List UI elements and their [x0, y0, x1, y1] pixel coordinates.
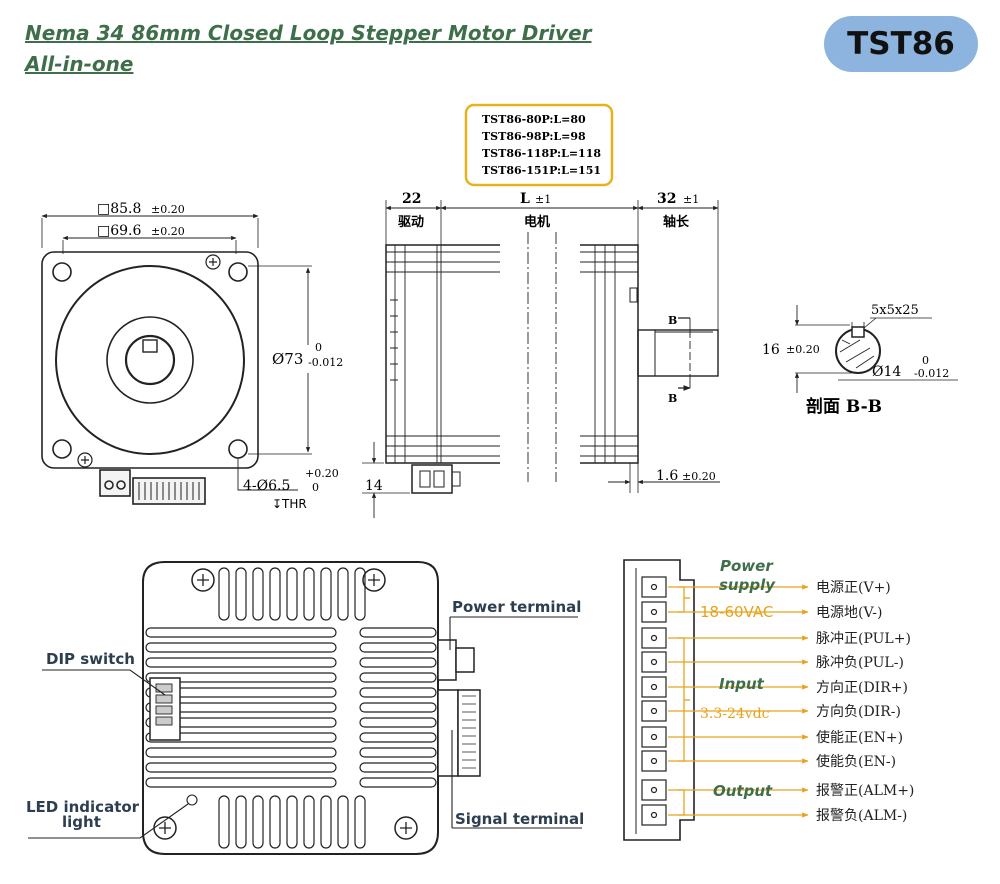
dim-holes-tol-upper: +0.20 — [305, 467, 339, 480]
dim-outer-tol: ±0.20 — [151, 203, 185, 216]
terminal-pin — [641, 804, 667, 826]
label-motor: 电机 — [524, 214, 550, 230]
group-power-line-1: Power — [720, 557, 774, 575]
terminal-block — [623, 559, 695, 841]
page-title: Nema 34 86mm Closed Loop Stepper Motor D… — [25, 18, 592, 80]
terminal-pin-screw — [650, 658, 658, 666]
terminal-pin-screw — [650, 707, 658, 715]
dim-shaft-tol-upper: 0 — [922, 354, 929, 367]
variant-line-1: TST86-80P:L=80 — [482, 113, 586, 126]
callout-dip-switch: DIP switch — [46, 650, 135, 668]
dim-flange-tol: ±0.20 — [682, 470, 716, 483]
dim-pilot: Ø73 — [272, 350, 303, 368]
pin-label: 脉冲正(PUL+) — [816, 631, 911, 647]
terminal-pin — [641, 726, 667, 748]
driver-view — [28, 561, 582, 855]
dim-holes: 4-Ø6.5 — [243, 478, 290, 494]
dim-inner: □69.6 — [97, 223, 141, 239]
dim-shaft-tol: ±1 — [683, 193, 699, 206]
terminal-pin — [641, 627, 667, 649]
terminal-pin-screw — [650, 733, 658, 741]
pin-label: 方向正(DIR+) — [816, 680, 908, 696]
section-mark-bottom: B — [668, 392, 677, 405]
callout-led-line-2: light — [62, 813, 101, 831]
dim-holes-tol-lower: 0 — [312, 481, 319, 494]
dim-key: 5x5x25 — [871, 303, 919, 318]
dim-height-tol: ±0.20 — [786, 343, 820, 356]
pin-label: 脉冲负(PUL-) — [816, 655, 904, 671]
terminal-pin — [641, 779, 667, 801]
dim-motor: L — [520, 191, 530, 207]
dim-drive: 22 — [402, 191, 421, 207]
terminal-pin — [641, 601, 667, 623]
terminal-pin — [641, 700, 667, 722]
dim-motor-tol: ±1 — [535, 193, 551, 206]
input-range: 3.3-24vdc — [700, 706, 770, 722]
pin-label: 电源正(V+) — [816, 580, 891, 596]
label-shaft: 轴长 — [663, 214, 690, 230]
pin-label: 使能负(EN-) — [816, 753, 896, 770]
driver-callouts: Power terminal DIP switch LED indicator … — [26, 598, 584, 831]
section-view — [794, 305, 958, 393]
title-line-2: All-in-one — [25, 52, 134, 76]
callout-led-line-1: LED indicator — [26, 798, 140, 816]
model-badge: TST86 — [824, 16, 978, 72]
dim-inner-tol: ±0.20 — [151, 225, 185, 238]
terminal-pin-screw — [650, 811, 658, 819]
dim-shaft-dia: Ø14 — [872, 364, 901, 380]
pin-label: 使能正(EN+) — [816, 729, 903, 746]
dim-pilot-tol-lower: -0.012 — [308, 356, 343, 369]
variant-line-2: TST86-98P:L=98 — [482, 130, 586, 143]
dim-pilot-tol-upper: 0 — [315, 341, 322, 354]
variants-box: TST86-80P:L=80 TST86-98P:L=98 TST86-118P… — [464, 103, 614, 187]
dim-shaft-tol-lower: -0.012 — [914, 367, 949, 380]
front-view-dims: □85.8 ±0.20 □69.6 ±0.20 Ø73 0 -0.012 4-Ø… — [97, 201, 346, 511]
power-range: 18-60VAC — [700, 603, 773, 621]
terminal-pin-screw — [650, 634, 658, 642]
terminal-pin — [641, 576, 667, 598]
variant-line-3: TST86-118P:L=118 — [482, 147, 601, 160]
section-mark-top: B — [668, 314, 677, 327]
terminal-pin — [641, 750, 667, 772]
terminal-pin — [641, 651, 667, 673]
dim-flange: 1.6 — [656, 468, 678, 484]
terminal-pin — [641, 676, 667, 698]
terminal-pin-screw — [650, 683, 658, 691]
group-bracket — [678, 637, 685, 762]
dim-holes-note: ↧THR — [272, 497, 307, 511]
pin-label: 电源地(V-) — [816, 605, 882, 621]
callout-power-terminal: Power terminal — [452, 598, 581, 616]
dim-shaft: 32 — [657, 191, 676, 207]
title-line-1: Nema 34 86mm Closed Loop Stepper Motor D… — [25, 21, 592, 45]
terminal-pin-screw — [650, 608, 658, 616]
side-view — [362, 200, 720, 518]
section-view-dims: 5x5x25 16 ±0.20 Ø14 0 -0.012 剖面 B-B — [762, 303, 949, 417]
dim-height: 16 — [762, 342, 780, 358]
terminal-pin-screw — [650, 583, 658, 591]
pin-label: 方向负(DIR-) — [816, 704, 901, 720]
wiring-labels: Power supply 18-60VAC Input 3.3-24vdc Ou… — [700, 557, 914, 824]
variant-line-4: TST86-151P:L=151 — [482, 164, 601, 177]
dim-outer: □85.8 — [97, 201, 141, 217]
section-caption: 剖面 B-B — [806, 396, 882, 417]
group-input: Input — [719, 675, 765, 693]
front-view — [41, 213, 312, 505]
side-view-dims: 22 驱动 L ±1 电机 32 ±1 轴长 14 1.6 ±0.20 B B — [365, 191, 716, 494]
group-bracket — [678, 586, 685, 613]
pin-label: 报警正(ALM+) — [816, 783, 914, 799]
label-drive: 驱动 — [398, 215, 424, 230]
wiring-lines — [668, 584, 809, 818]
group-bracket — [678, 789, 685, 816]
callout-signal-terminal: Signal terminal — [455, 810, 584, 828]
terminal-pin-screw — [650, 757, 658, 765]
group-output: Output — [713, 782, 773, 800]
group-power-line-2: supply — [719, 576, 776, 594]
pin-label: 报警负(ALM-) — [816, 808, 907, 824]
dim-connector: 14 — [365, 478, 383, 494]
terminal-pin-screw — [650, 786, 658, 794]
